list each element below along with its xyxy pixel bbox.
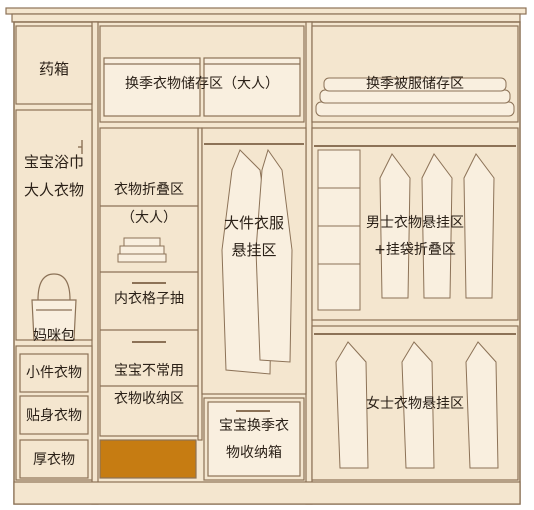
label-large-clothes-2: 悬挂区 — [231, 241, 277, 259]
label-folded-clothes-adult: （大人） — [121, 210, 177, 226]
mom-bag-sketch — [31, 273, 77, 341]
label-small-items: 小件衣物 — [26, 365, 82, 381]
label-baby-seasonal-1: 宝宝换季衣 — [219, 418, 289, 434]
label-womens-hanging: 女士衣物悬挂区 — [366, 396, 464, 412]
hanging-organizer-sketch — [317, 149, 361, 311]
label-large-clothes-1: 大件衣服 — [223, 214, 284, 232]
label-mens-hanging-1: 男士衣物悬挂区 — [366, 215, 464, 231]
label-baby-seasonal-2: 物收纳箱 — [226, 445, 282, 461]
label-medicine-box: 药箱 — [38, 60, 69, 78]
label-seasonal-adult-storage: 换季衣物储存区（大人） — [125, 76, 279, 92]
drawer-handles — [132, 282, 166, 343]
label-seasonal-bedding-storage: 换季被服储存区 — [366, 76, 464, 92]
label-underwear-drawer: 内衣格子抽 — [114, 291, 184, 307]
label-baby-rarely-used-2: 衣物收纳区 — [114, 391, 184, 407]
womens-clothes-sketch — [335, 341, 499, 469]
label-baby-rarely-used-1: 宝宝不常用 — [114, 363, 184, 379]
coats-sketch — [221, 148, 293, 375]
door-handle — [78, 140, 83, 154]
label-mom-bag: 妈咪包 — [33, 328, 75, 344]
mens-shirts-sketch — [379, 153, 495, 299]
middle-top-storage — [99, 25, 305, 123]
label-mens-hanging-2: +挂袋折叠区 — [374, 242, 456, 258]
bedding-sketch — [315, 77, 515, 117]
folded-clothes-sketch — [117, 237, 167, 263]
label-baby-towel: 宝宝浴巾 — [23, 153, 84, 171]
label-folded-clothes: 衣物折叠区 — [114, 182, 184, 198]
label-close-fitting: 贴身衣物 — [26, 408, 82, 424]
wardrobe-cornice — [5, 7, 527, 23]
accent-drawer — [99, 439, 197, 479]
baby-seasonal-box — [203, 397, 305, 481]
wardrobe-base — [13, 481, 521, 505]
label-thick-clothes: 厚衣物 — [33, 452, 75, 468]
label-adult-clothes: 大人衣物 — [23, 181, 84, 199]
